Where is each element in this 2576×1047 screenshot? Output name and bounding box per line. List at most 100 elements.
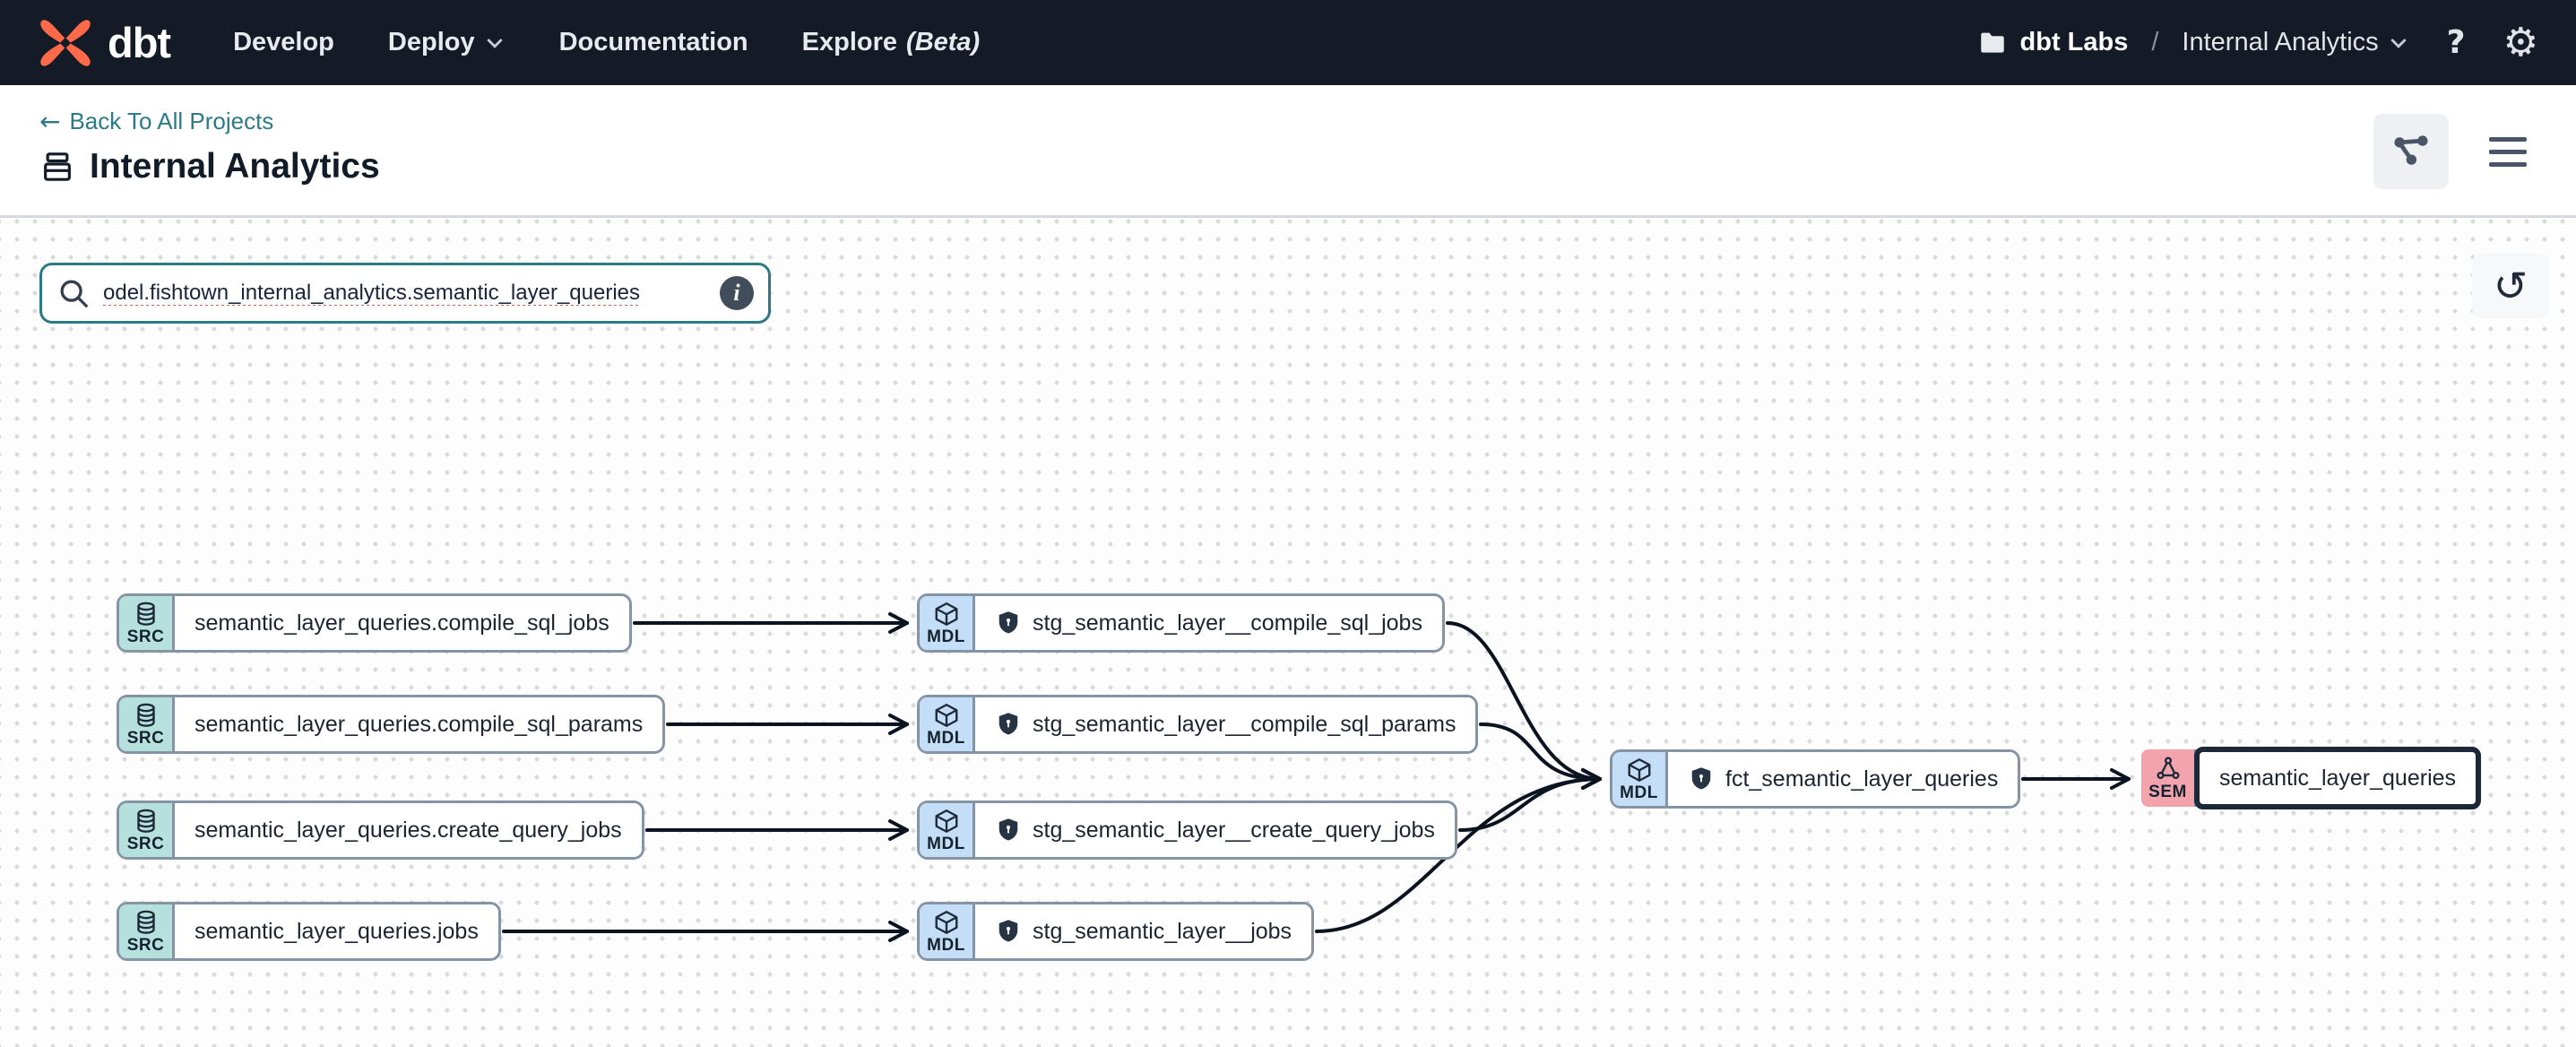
badge-label: SRC — [126, 627, 165, 646]
gear-icon[interactable]: ⚙ — [2503, 20, 2538, 65]
list-view-button[interactable] — [2479, 114, 2537, 189]
badge-label: MDL — [927, 835, 965, 853]
nav-item-documentation[interactable]: Documentation — [559, 28, 748, 57]
edge-mdl3-to-fct — [1458, 768, 1602, 832]
nav-item-develop[interactable]: Develop — [233, 28, 334, 57]
node-label: stg_semantic_layer__compile_sql_jobs — [975, 596, 1442, 650]
database-icon — [136, 809, 155, 833]
badge-label: MDL — [927, 936, 965, 955]
project-icon — [44, 152, 71, 181]
shield-icon — [998, 713, 1018, 735]
search-icon — [60, 280, 88, 307]
graph-node-stg_semantic_layer__compile_sql_jobs[interactable]: MDL stg_semantic_layer__compile_sql_jobs — [917, 593, 1445, 653]
nav-item-deploy-label: Deploy — [387, 28, 475, 56]
src-badge: SRC — [119, 904, 175, 958]
badge-label: SRC — [126, 936, 165, 955]
search-input[interactable]: odel.fishtown_internal_analytics.semanti… — [103, 281, 641, 305]
badge-label: MDL — [927, 627, 965, 646]
header-actions — [2373, 114, 2537, 189]
graph-node-fct_semantic_layer_queries[interactable]: MDL fct_semantic_layer_queries — [1610, 749, 2021, 809]
node-label: semantic_layer_queries — [2194, 747, 2482, 809]
node-label: semantic_layer_queries.jobs — [175, 904, 498, 958]
graph-node-semantic_layer_queries.compile_sql_jobs[interactable]: SRC semantic_layer_queries.compile_sql_jo… — [117, 593, 632, 653]
badge-label: SEM — [2148, 783, 2187, 801]
lineage-canvas[interactable]: odel.fishtown_internal_analytics.semanti… — [0, 218, 2576, 1047]
chevron-down-icon — [487, 39, 502, 48]
breadcrumb-project-label: Internal Analytics — [2182, 28, 2379, 56]
back-link-label: Back To All Projects — [69, 108, 274, 134]
mdl-badge: MDL — [920, 596, 975, 650]
node-label-text: stg_semantic_layer__create_query_jobs — [1033, 817, 1435, 843]
navbar-right: dbt Labs / Internal Analytics ? ⚙ — [1977, 20, 2538, 65]
nav-item-documentation-label: Documentation — [558, 28, 748, 56]
reset-view-button[interactable]: ↺ — [2472, 254, 2549, 318]
node-label: fct_semantic_layer_queries — [1668, 752, 2018, 806]
dbt-logo-icon — [40, 19, 91, 66]
nav-item-explore-label: Explore — [801, 28, 898, 56]
node-label-text: semantic_layer_queries.compile_sql_param… — [194, 711, 644, 737]
dbt-logo[interactable]: dbt — [38, 15, 171, 71]
node-label-text: fct_semantic_layer_queries — [1725, 766, 1999, 792]
node-label-text: semantic_layer_queries — [2219, 765, 2457, 791]
page-header: ← Back To All Projects Internal Analytic… — [0, 85, 2576, 218]
node-label-text: semantic_layer_queries.compile_sql_jobs — [194, 610, 609, 636]
nav-item-develop-label: Develop — [233, 28, 334, 56]
info-icon[interactable]: i — [720, 276, 754, 310]
title-row: Internal Analytics — [39, 147, 2537, 186]
badge-label: MDL — [1620, 783, 1658, 802]
lineage-view-button[interactable] — [2373, 114, 2449, 189]
cube-icon — [1628, 758, 1650, 782]
chevron-down-icon — [2390, 39, 2406, 48]
graph-node-semantic_layer_queries.compile_sql_params[interactable]: SRC semantic_layer_queries.compile_sql_pa… — [117, 695, 666, 754]
node-label: semantic_layer_queries.compile_sql_jobs — [175, 596, 629, 650]
top-navbar: dbt Develop Deploy Documentation Explore… — [0, 0, 2576, 85]
cube-icon — [935, 704, 957, 727]
folder-icon — [1980, 32, 2004, 53]
src-badge: SRC — [119, 803, 175, 857]
edge-mdl2-to-fct — [1479, 723, 1602, 790]
page-title: Internal Analytics — [90, 147, 380, 186]
breadcrumb-account-label: dbt Labs — [2019, 28, 2129, 56]
graph-node-stg_semantic_layer__jobs[interactable]: MDL stg_semantic_layer__jobs — [917, 902, 1315, 961]
mdl-badge: MDL — [1612, 752, 1668, 806]
breadcrumb-account[interactable]: dbt Labs — [1977, 28, 2129, 58]
graph-node-semantic_layer_queries[interactable]: SEM semantic_layer_queries — [2139, 747, 2482, 809]
graph-node-stg_semantic_layer__compile_sql_params[interactable]: MDL stg_semantic_layer__compile_sql_param… — [917, 695, 1479, 754]
nav-item-explore-beta: (Beta) — [906, 28, 981, 56]
node-label: semantic_layer_queries.compile_sql_param… — [175, 697, 663, 751]
node-label: stg_semantic_layer__jobs — [975, 904, 1312, 958]
mdl-badge: MDL — [920, 697, 975, 751]
lineage-icon — [2394, 135, 2428, 165]
node-label: stg_semantic_layer__compile_sql_params — [975, 697, 1476, 751]
cube-icon — [935, 602, 957, 626]
nav-item-explore[interactable]: Explore (Beta) — [802, 28, 981, 57]
help-icon[interactable]: ? — [2446, 24, 2466, 61]
shield-icon — [998, 611, 1018, 634]
nav-links: Develop Deploy Documentation Explore (Be… — [233, 28, 980, 57]
node-label-text: stg_semantic_layer__compile_sql_jobs — [1033, 610, 1422, 636]
mdl-badge: MDL — [920, 904, 975, 958]
database-icon — [136, 910, 155, 934]
dbt-logo-text: dbt — [108, 19, 171, 66]
node-label: stg_semantic_layer__create_query_jobs — [975, 803, 1455, 857]
shield-icon — [998, 818, 1018, 841]
graph-node-semantic_layer_queries.create_query_jobs[interactable]: SRC semantic_layer_queries.create_query_j… — [117, 800, 644, 860]
back-arrow-icon: ← — [39, 107, 61, 136]
badge-label: MDL — [927, 729, 965, 748]
sem-badge: SEM — [2141, 749, 2197, 807]
back-to-projects-link[interactable]: ← Back To All Projects — [39, 107, 273, 136]
breadcrumb-separator: / — [2151, 28, 2159, 56]
nav-item-deploy[interactable]: Deploy — [388, 28, 506, 57]
graph-search-box[interactable]: odel.fishtown_internal_analytics.semanti… — [39, 263, 771, 324]
node-label-text: semantic_layer_queries.create_query_jobs — [194, 817, 622, 843]
src-badge: SRC — [119, 697, 175, 751]
badge-label: SRC — [126, 835, 165, 853]
breadcrumb-project-dropdown[interactable]: Internal Analytics — [2182, 28, 2408, 57]
graph-node-stg_semantic_layer__create_query_jobs[interactable]: MDL stg_semantic_layer__create_query_jobs — [917, 800, 1457, 860]
node-label-text: stg_semantic_layer__compile_sql_params — [1033, 711, 1457, 737]
src-badge: SRC — [119, 596, 175, 650]
shield-icon — [1691, 767, 1711, 790]
mdl-badge: MDL — [920, 803, 975, 857]
cube-icon — [935, 911, 957, 934]
graph-node-semantic_layer_queries.jobs[interactable]: SRC semantic_layer_queries.jobs — [117, 902, 501, 961]
